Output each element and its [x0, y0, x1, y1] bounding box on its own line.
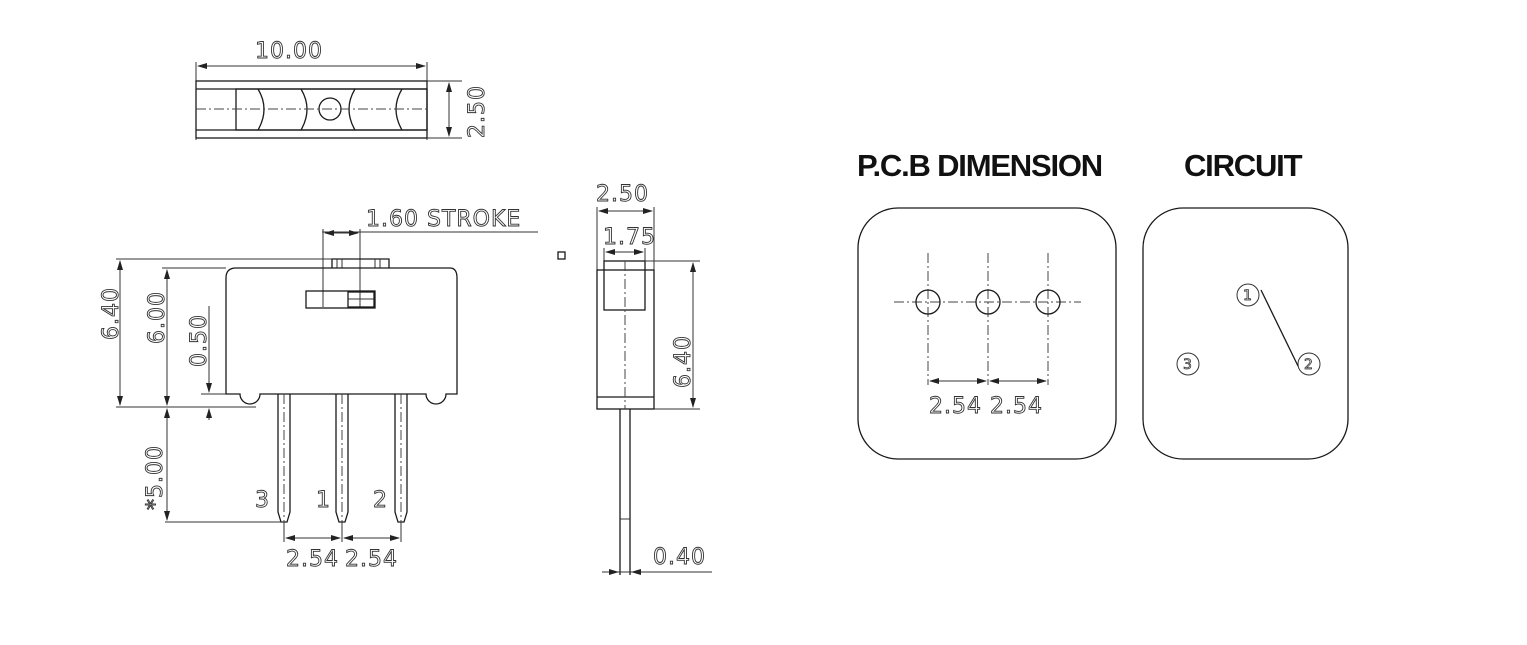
top-width-dim: 10.00	[255, 39, 323, 64]
front-pitch-2: 2.54	[345, 547, 398, 572]
circuit-node-2: 2	[1304, 357, 1313, 373]
side-view: 2.50 1.75 6.40 0.40	[596, 182, 712, 575]
front-standoff: 0.50	[187, 314, 212, 367]
pcb-hole-2	[1035, 289, 1061, 315]
pin-length-dim: *5.00	[143, 445, 168, 510]
top-height-dim: 2.50	[465, 85, 490, 138]
circuit-title: CIRCUIT	[1184, 148, 1303, 183]
top-view: 10.00 2.50	[195, 39, 490, 140]
pcb-hole-1	[975, 289, 1001, 315]
side-height-dim: 6.40	[671, 335, 696, 388]
front-pitch-1: 2.54	[286, 547, 339, 572]
switch-contact-line	[1260, 289, 1299, 367]
side-width-dim: 2.50	[596, 182, 649, 207]
side-actuator-dim: 1.75	[603, 225, 656, 250]
pin-label-2: 2	[373, 488, 388, 513]
small-square-marker	[557, 251, 566, 260]
stroke-label: 1.60 STROKE	[366, 207, 521, 232]
pcb-pitch-2: 2.54	[990, 394, 1043, 419]
pin-thickness-dim: 0.40	[653, 545, 706, 570]
pin-label-1: 1	[316, 488, 331, 513]
pcb-dimension-panel: 2.54 2.54	[857, 207, 1117, 460]
circuit-node-3: 3	[1183, 357, 1192, 373]
front-height-body: 6.00	[145, 291, 170, 344]
pcb-dimension-title: P.C.B DIMENSION	[857, 148, 1103, 183]
front-height-total: 6.40	[99, 287, 124, 340]
circuit-node-1: 1	[1243, 288, 1252, 304]
front-view: 1.60 STROKE 3 1 2 6.40 6.00	[99, 207, 538, 572]
circuit-panel: 1 2 3	[1142, 207, 1349, 460]
pcb-hole-3	[915, 289, 941, 315]
pcb-pitch-1: 2.54	[929, 394, 982, 419]
pin-label-3: 3	[255, 488, 270, 513]
